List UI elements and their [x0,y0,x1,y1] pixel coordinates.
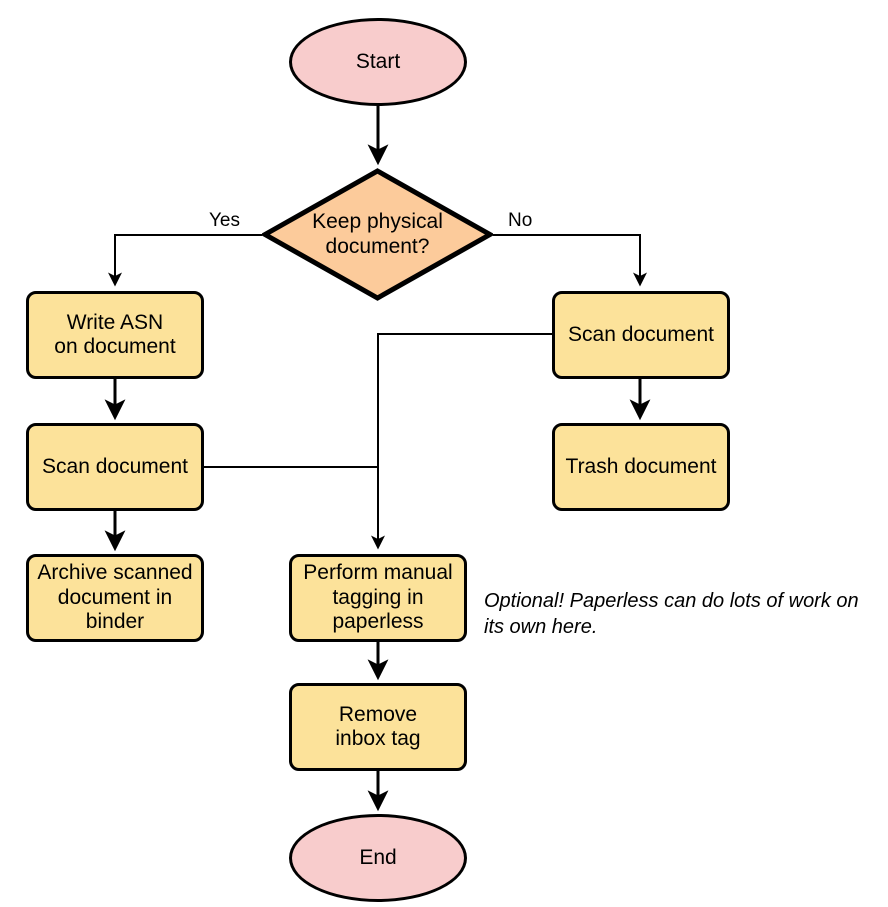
node-archive-scanned-document-label: Archive scanned document in binder [37,561,193,634]
edge-label-no: No [508,210,533,231]
node-scan-document-right[interactable]: Scan document [552,291,730,379]
node-scan-document-left-label: Scan document [42,454,188,478]
node-write-asn-label: Write ASN on document [54,310,176,358]
node-trash-document[interactable]: Trash document [552,423,730,511]
node-write-asn[interactable]: Write ASN on document [26,291,204,379]
node-keep-physical-document-label: Keep physical document? [312,210,443,258]
node-remove-inbox-tag[interactable]: Remove inbox tag [289,683,467,771]
node-trash-document-label: Trash document [565,454,717,478]
node-start[interactable]: Start [289,18,467,106]
node-start-label: Start [355,49,401,73]
edge-decision-yes-to-write-asn [108,234,262,287]
node-end[interactable]: End [289,814,467,902]
annotation-optional-note: Optional! Paperless can do lots of work … [484,590,859,638]
node-perform-manual-tagging[interactable]: Perform manual tagging in paperless [289,554,467,642]
edge-decision-no-to-scan-right [493,234,647,287]
node-keep-physical-document[interactable]: Keep physical document? [262,168,493,301]
edge-label-yes: Yes [209,210,240,231]
node-remove-inbox-tag-label: Remove inbox tag [335,702,421,750]
node-perform-manual-tagging-label: Perform manual tagging in paperless [303,561,453,634]
node-scan-document-left[interactable]: Scan document [26,423,204,511]
node-scan-document-right-label: Scan document [568,322,714,346]
node-archive-scanned-document[interactable]: Archive scanned document in binder [26,554,204,642]
edge-scan-right-to-manual-tagging [371,333,552,550]
diamond-shape [262,168,493,301]
node-end-label: End [359,845,397,869]
